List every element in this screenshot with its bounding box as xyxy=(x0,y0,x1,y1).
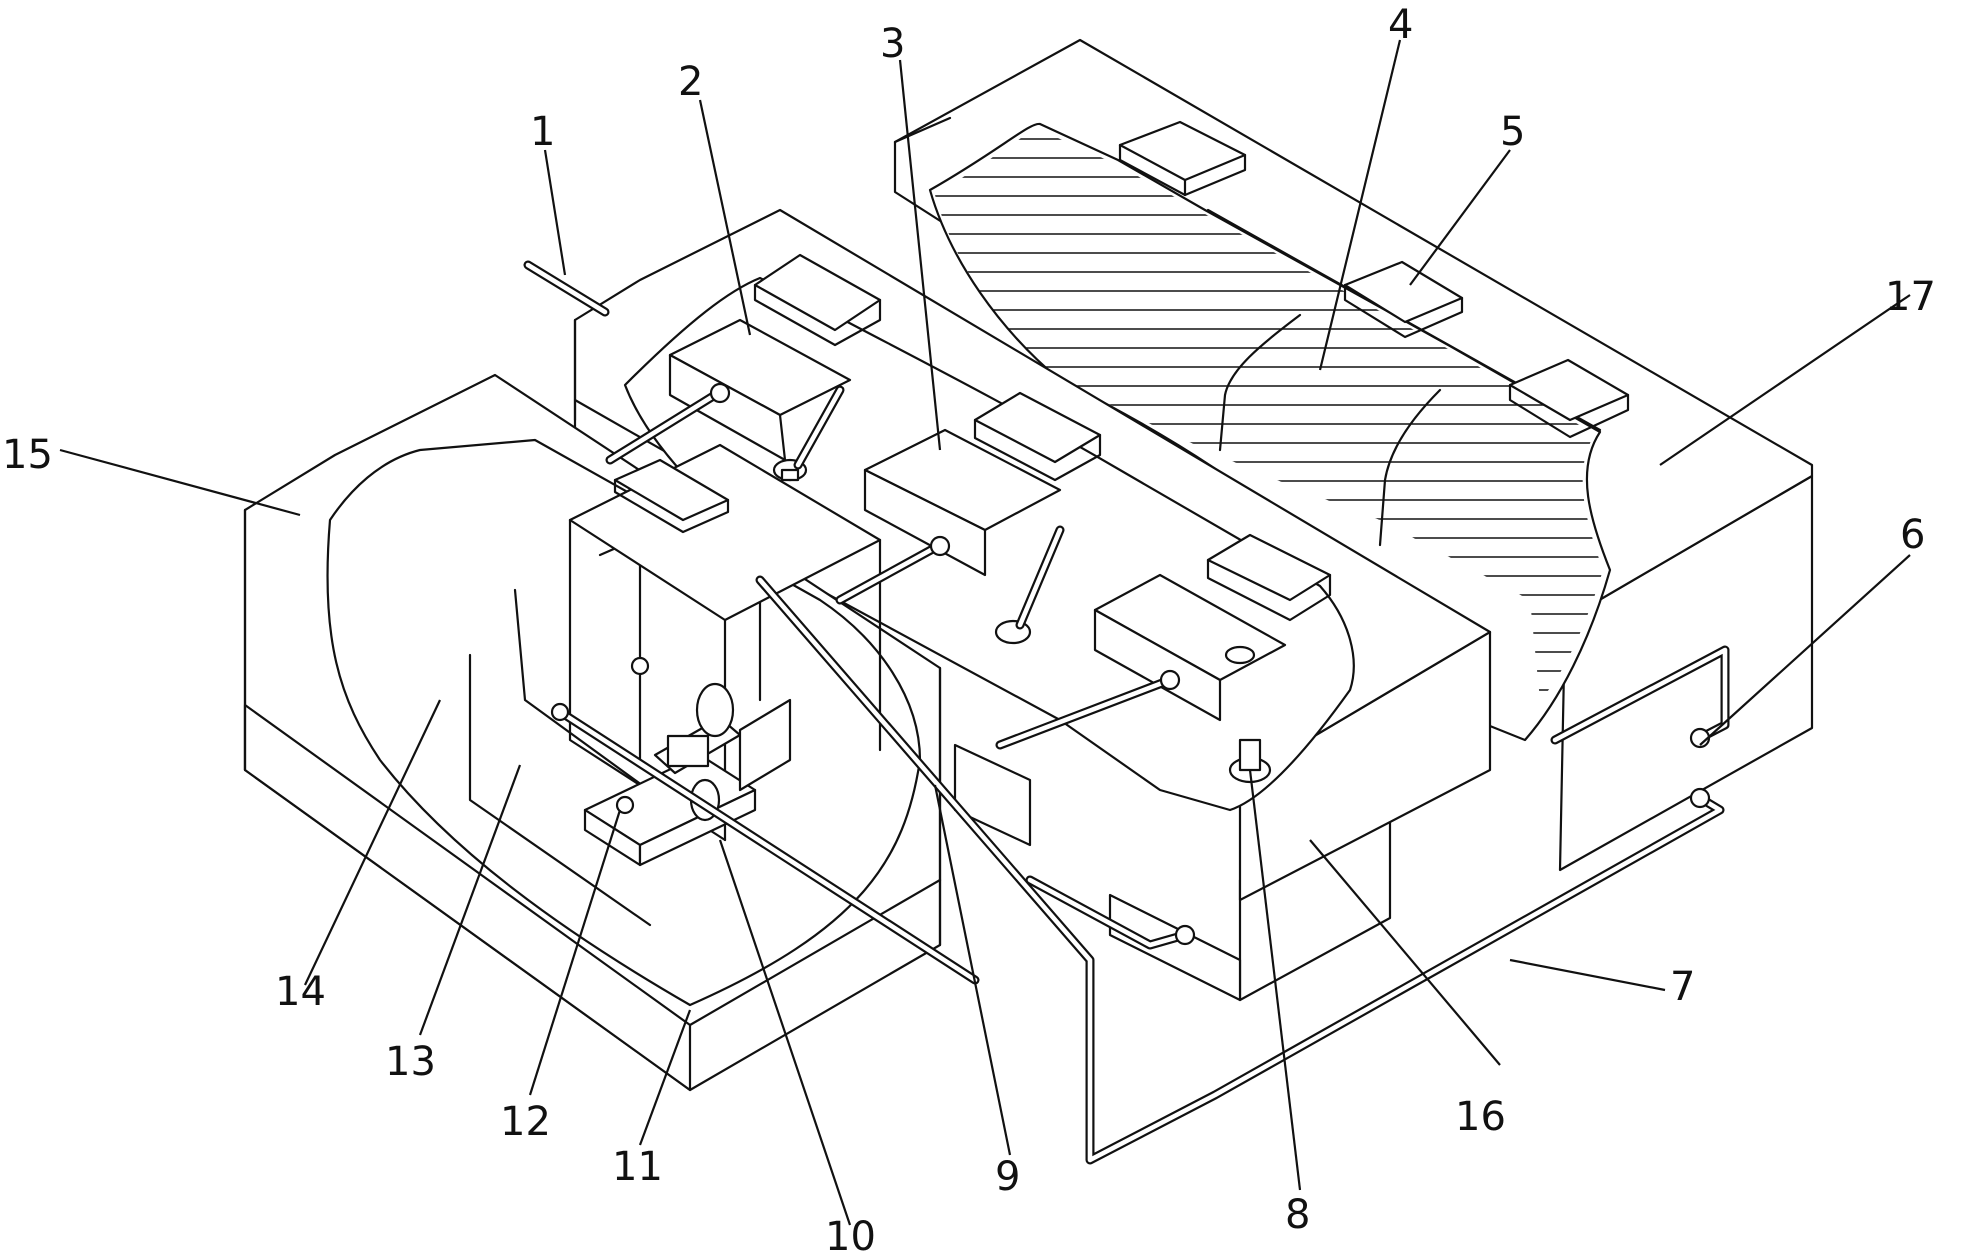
callout-16: 16 xyxy=(1455,1094,1506,1140)
callout-1: 1 xyxy=(530,109,555,155)
callout-15: 15 xyxy=(2,432,53,478)
callout-14: 14 xyxy=(275,969,326,1015)
support-pads-2 xyxy=(613,253,1332,622)
support-pads-5 xyxy=(1118,120,1630,439)
trays-3 xyxy=(668,318,1287,784)
callout-5: 5 xyxy=(1500,109,1525,155)
callout-13: 13 xyxy=(385,1039,436,1085)
callout-4: 4 xyxy=(1388,2,1413,48)
callout-17: 17 xyxy=(1885,274,1936,320)
callout-6: 6 xyxy=(1900,512,1925,558)
callout-9: 9 xyxy=(995,1154,1020,1200)
callout-7: 7 xyxy=(1670,964,1695,1010)
leader-lines xyxy=(59,39,1911,1226)
callout-8: 8 xyxy=(1285,1192,1310,1238)
drive-unit-10 xyxy=(583,682,792,867)
callout-11: 11 xyxy=(612,1144,663,1190)
callout-10: 10 xyxy=(825,1214,876,1255)
pipes xyxy=(523,260,1730,1165)
callout-12: 12 xyxy=(500,1099,551,1145)
callout-3: 3 xyxy=(880,21,905,67)
callout-2: 2 xyxy=(678,59,703,105)
